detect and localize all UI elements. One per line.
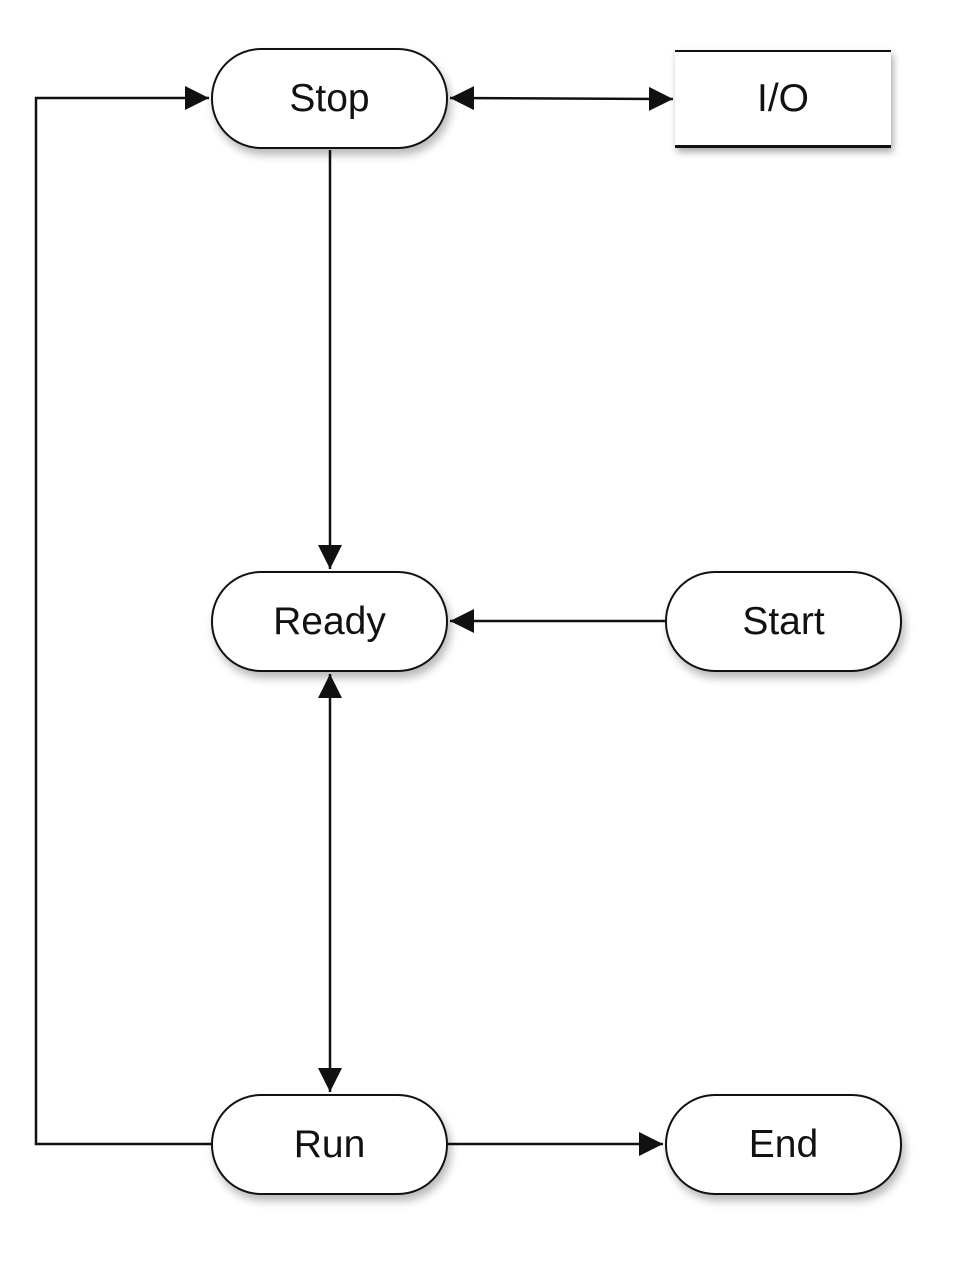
node-start-label: Start	[742, 599, 825, 643]
node-run-label: Run	[293, 1122, 366, 1166]
node-stop-label: Stop	[289, 76, 370, 120]
edge-stop-io	[449, 86, 674, 111]
node-ready-label: Ready	[273, 599, 386, 643]
node-start[interactable]: Start	[665, 571, 902, 672]
edge-run-stop	[34, 86, 211, 1146]
node-io[interactable]: I/O	[675, 50, 891, 148]
node-run[interactable]: Run	[211, 1094, 448, 1195]
node-ready[interactable]: Ready	[211, 571, 448, 672]
node-stop[interactable]: Stop	[211, 48, 448, 149]
node-end-label: End	[748, 1122, 819, 1166]
node-end[interactable]: End	[665, 1094, 902, 1195]
node-io-label: I/O	[756, 76, 809, 120]
